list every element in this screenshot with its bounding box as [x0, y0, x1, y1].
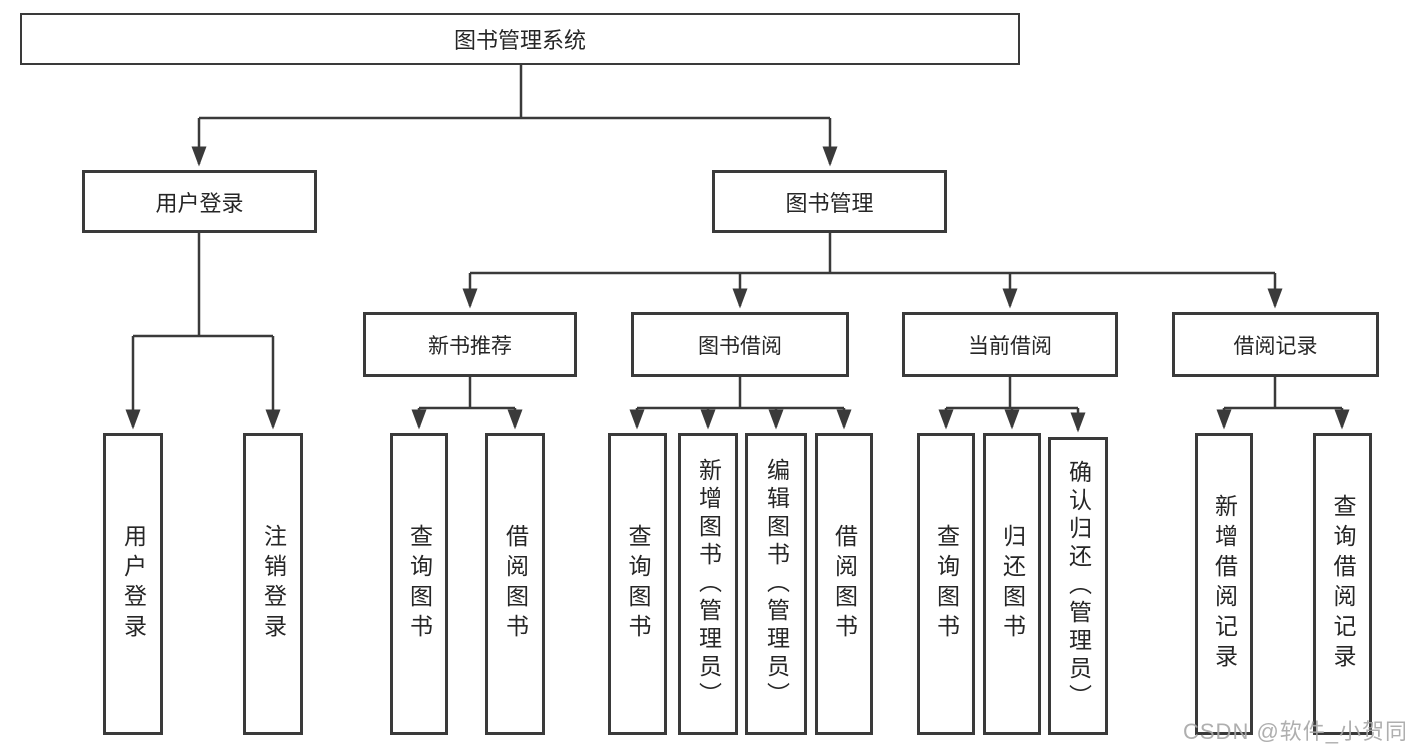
node-leaf-query-borrow-record: 查询借阅记录 [1313, 433, 1372, 735]
node-new-book-recommend: 新书推荐 [363, 312, 577, 377]
node-leaf-logout: 注销登录 [243, 433, 303, 735]
node-library-management-system: 图书管理系统 [20, 13, 1020, 65]
node-leaf-borrow-book-2: 借阅图书 [815, 433, 873, 735]
node-leaf-query-book-1: 查询图书 [390, 433, 448, 735]
node-leaf-borrow-book-1: 借阅图书 [485, 433, 545, 735]
node-leaf-add-book-admin: 新增图书（管理员） [678, 433, 738, 735]
node-user-login-branch: 用户登录 [82, 170, 317, 233]
node-leaf-query-book-3: 查询图书 [917, 433, 975, 735]
node-borrow-record: 借阅记录 [1172, 312, 1379, 377]
node-leaf-user-login: 用户登录 [103, 433, 163, 735]
node-leaf-add-borrow-record: 新增借阅记录 [1195, 433, 1253, 735]
node-leaf-query-book-2: 查询图书 [608, 433, 667, 735]
csdn-watermark: CSDN @软件_小贺同学 [1183, 719, 1405, 744]
node-book-management-branch: 图书管理 [712, 170, 947, 233]
node-current-borrow: 当前借阅 [902, 312, 1118, 377]
node-leaf-edit-book-admin: 编辑图书（管理员） [745, 433, 807, 735]
node-book-borrow: 图书借阅 [631, 312, 849, 377]
node-leaf-confirm-return-admin: 确认归还（管理员） [1048, 437, 1108, 735]
node-leaf-return-book: 归还图书 [983, 433, 1041, 735]
